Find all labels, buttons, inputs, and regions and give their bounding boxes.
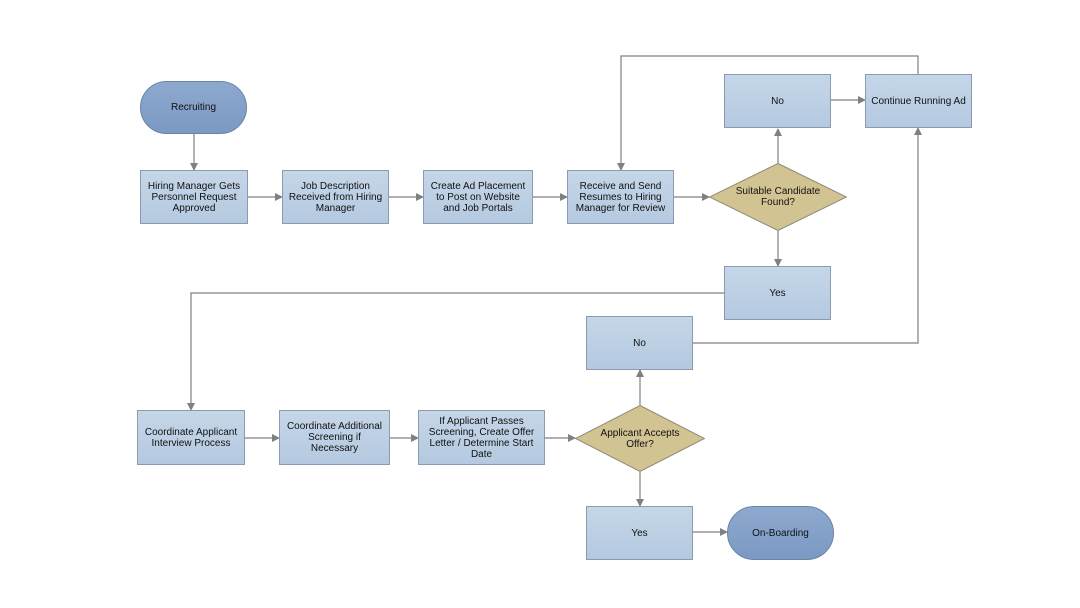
hiring-manager-step: Hiring Manager Gets Personnel Request Ap… (140, 170, 248, 224)
no-mid-label: No (633, 337, 646, 349)
job-description-step: Job Description Received from Hiring Man… (282, 170, 389, 224)
offer-letter-label: If Applicant Passes Screening, Create Of… (428, 415, 535, 460)
recruiting-terminal: Recruiting (140, 81, 247, 134)
edge-yes-mid-to-coordinate-interview (187, 292, 724, 411)
yes-mid-box: Yes (724, 266, 831, 320)
onboarding-terminal: On-Boarding (727, 506, 834, 560)
offer-letter-step: If Applicant Passes Screening, Create Of… (418, 410, 545, 465)
coordinate-interview-step: Coordinate Applicant Interview Process (137, 410, 245, 465)
receive-resumes-step: Receive and Send Resumes to Hiring Manag… (567, 170, 674, 224)
receive-resumes-label: Receive and Send Resumes to Hiring Manag… (575, 180, 666, 214)
yes-bottom-box: Yes (586, 506, 693, 560)
edge-no-mid-to-continue-ad (693, 127, 922, 344)
continue-ad-step: Continue Running Ad (865, 74, 972, 128)
coordinate-screening-step: Coordinate Additional Screening if Neces… (279, 410, 390, 465)
no-top-label: No (771, 95, 784, 107)
suitable-candidate-decision: Suitable Candidate Found? (709, 163, 847, 231)
continue-ad-label: Continue Running Ad (871, 95, 966, 107)
job-description-label: Job Description Received from Hiring Man… (288, 180, 383, 214)
onboarding-label: On-Boarding (752, 527, 809, 539)
coordinate-interview-label: Coordinate Applicant Interview Process (144, 426, 238, 449)
create-ad-step: Create Ad Placement to Post on Website a… (423, 170, 533, 224)
no-mid-box: No (586, 316, 693, 370)
create-ad-label: Create Ad Placement to Post on Website a… (430, 180, 526, 214)
hiring-manager-label: Hiring Manager Gets Personnel Request Ap… (147, 180, 241, 214)
decision-diamond-shape (575, 405, 705, 472)
accepts-offer-decision: Applicant Accepts Offer? (575, 405, 705, 472)
recruiting-label: Recruiting (170, 102, 217, 113)
no-top-box: No (724, 74, 831, 128)
decision-diamond-shape (709, 163, 847, 231)
edge-continue-ad-loop-to-receive-resumes (617, 55, 919, 171)
coordinate-screening-label: Coordinate Additional Screening if Neces… (286, 421, 383, 454)
suitable-candidate-label: Suitable Candidate Found? (735, 186, 821, 208)
yes-mid-label: Yes (769, 287, 786, 299)
accepts-offer-label: Applicant Accepts Offer? (600, 427, 680, 450)
yes-bottom-label: Yes (631, 527, 648, 539)
